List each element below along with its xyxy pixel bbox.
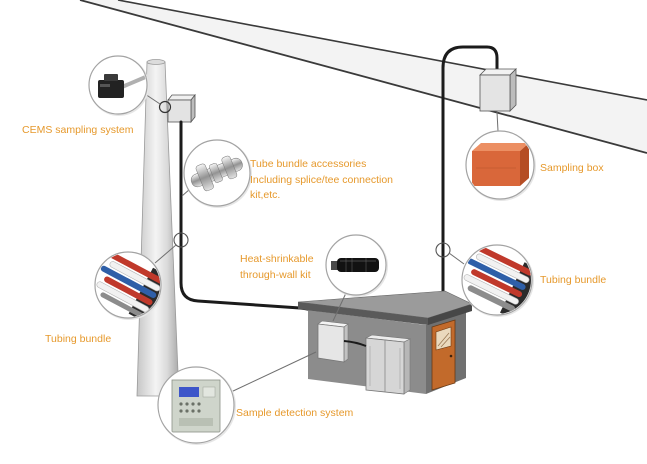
house-door	[431, 319, 456, 391]
tubing-bundle-right-label: Tubing bundle	[540, 274, 606, 286]
analyzer-house	[297, 290, 473, 395]
right-tubing-marker	[435, 242, 451, 258]
cems-sampling-label: CEMS sampling system	[22, 124, 134, 136]
callout-tube-accessories: Tube bundle accessories Including splice…	[181, 139, 393, 208]
duct-bottom-edge	[79, 0, 647, 154]
sampling-box-label: Sampling box	[540, 162, 604, 174]
tubing-bundle-left-label: Tubing bundle	[45, 333, 111, 345]
pole-tubing-cable	[441, 45, 499, 300]
stack-top	[146, 59, 166, 65]
heat-shrink-connector-icon	[331, 258, 379, 272]
tube-bundle-icon	[96, 253, 160, 317]
flue-duct	[79, 0, 647, 154]
stack-sampling-box	[158, 93, 196, 124]
callout-tubing-bundle-right: Tubing bundle	[448, 244, 606, 317]
duct-top-edge	[117, 0, 647, 101]
callout-sampling-box: Sampling box	[465, 111, 604, 201]
analyzer-cabinet-icon	[171, 379, 221, 433]
wall-junction-box	[317, 320, 349, 363]
accessories-label-line2: Including splice/tee connection	[250, 174, 393, 186]
tube-fitting-icon	[190, 155, 243, 192]
callout-cems-sampling: CEMS sampling system	[22, 55, 161, 136]
callout-through-wall-kit: Heat-shrinkable through-wall kit	[240, 234, 388, 322]
left-tubing-marker	[173, 232, 189, 248]
house-roof-front-edge	[298, 302, 428, 325]
callout-tubing-bundle-left: Tubing bundle	[45, 244, 177, 345]
accessories-label-line1: Tube bundle accessories	[250, 158, 366, 170]
outdoor-cabinet	[364, 334, 412, 395]
sample-detection-label: Sample detection system	[236, 407, 354, 419]
through-wall-label-line2: through-wall kit	[240, 269, 311, 281]
house-roof-side-edge	[428, 304, 472, 325]
tube-bundle-icon	[463, 246, 531, 314]
sampling-probe-icon	[98, 74, 146, 98]
through-wall-label-line1: Heat-shrinkable	[240, 253, 314, 265]
sampling-box-icon	[472, 143, 529, 186]
house-internal-cable	[343, 340, 367, 347]
accessories-label-line3: kit,etc.	[250, 189, 280, 201]
callout-sample-detection: Sample detection system	[157, 351, 354, 445]
probe-mount-ring	[158, 100, 172, 114]
duct-sampling-box	[479, 68, 517, 112]
